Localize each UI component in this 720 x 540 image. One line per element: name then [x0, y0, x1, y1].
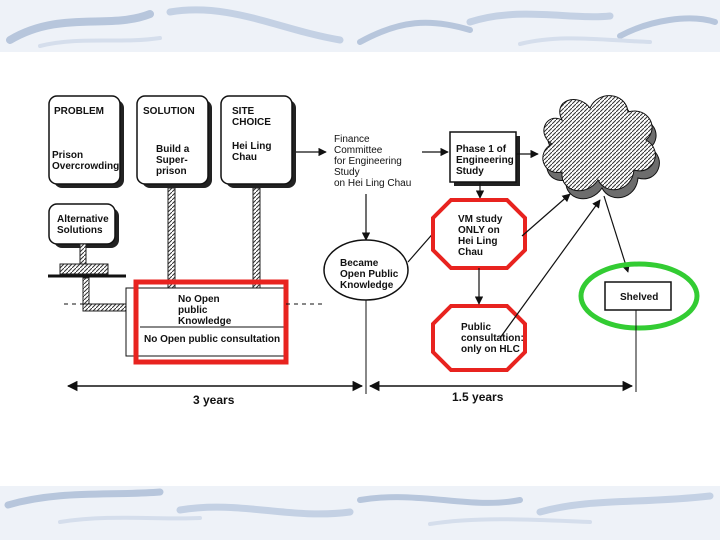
problem-heading: PROBLEM [54, 106, 104, 117]
solution-body: Build a Super- prison [156, 144, 190, 177]
alternative-label: Alternative Solutions [57, 214, 109, 236]
shelved-box [604, 281, 672, 311]
site-body: Hei Ling Chau [232, 141, 272, 163]
became-public-label: Became Open Public Knowledge [340, 258, 399, 291]
vm-study-octagon [431, 198, 527, 270]
vm-study-label: VM study ONLY on Hei Ling Chau [458, 214, 503, 258]
no-open-knowledge-label: No Open public Knowledge [178, 294, 232, 327]
top-wave-decoration [0, 0, 720, 52]
shelved-label: Shelved [620, 292, 659, 303]
bottom-wave-decoration [0, 486, 720, 540]
site-heading: SITE CHOICE [232, 106, 271, 128]
timeline-3-years-label: 3 years [193, 393, 235, 407]
phase1-label: Phase 1 of Engineering Study [456, 144, 514, 177]
site-choice-box [220, 95, 296, 188]
solution-box [136, 95, 212, 188]
timeline-1-5-years-label: 1.5 years [452, 390, 504, 404]
shelved-highlight-ring [578, 261, 700, 331]
public-consultation-label: Public consultation: only on HLC [461, 322, 524, 355]
no-open-knowledge-panel [125, 279, 289, 365]
alternative-box [48, 203, 119, 248]
cloud-to-shelved-arrow [603, 195, 630, 273]
problem-body: Prison Overcrowding [52, 150, 120, 172]
phase1-box [449, 131, 520, 186]
cloud-shape [542, 95, 660, 200]
vm-to-cloud-arrow [521, 193, 571, 237]
consultation-to-cloud-arrow [499, 199, 601, 339]
finance-label: Finance Committee for Engineering Study … [334, 134, 412, 189]
problem-box [48, 95, 124, 188]
no-open-consultation-label: No Open public consultation [144, 334, 281, 345]
solution-heading: SOLUTION [143, 106, 195, 117]
public-consultation-octagon [431, 304, 527, 372]
